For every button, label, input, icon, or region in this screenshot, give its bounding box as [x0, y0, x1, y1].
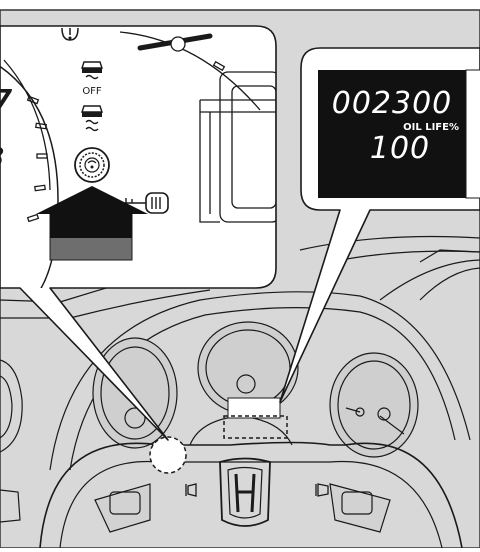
- vsa-off-label: OFF: [82, 86, 102, 97]
- horn-icon: [185, 483, 197, 497]
- horn-icon: [315, 483, 329, 497]
- display-location-outline: [227, 397, 281, 419]
- dashboard-scene: [0, 235, 480, 549]
- vsa-off-icon: OFF: [81, 61, 103, 97]
- lcd-screen: [318, 70, 466, 198]
- check-engine-icon: [61, 27, 79, 41]
- oil-life-value: 100: [370, 131, 430, 166]
- display-location-highlight: [223, 415, 288, 439]
- knob-callout: 7 8 OFF: [0, 25, 277, 441]
- vsa-icon: [81, 105, 103, 132]
- knob-location-highlight: [149, 436, 187, 474]
- svg-text:8: 8: [0, 143, 4, 173]
- press-arrow: [36, 186, 148, 261]
- odometer-readout: 002300: [332, 86, 453, 121]
- oil-life-label: OIL LIFE%: [403, 122, 459, 133]
- select-reset-knob-icon: [74, 147, 110, 183]
- display-callout: 002300 OIL LIFE% 100: [279, 47, 480, 403]
- svg-text:7: 7: [0, 85, 13, 115]
